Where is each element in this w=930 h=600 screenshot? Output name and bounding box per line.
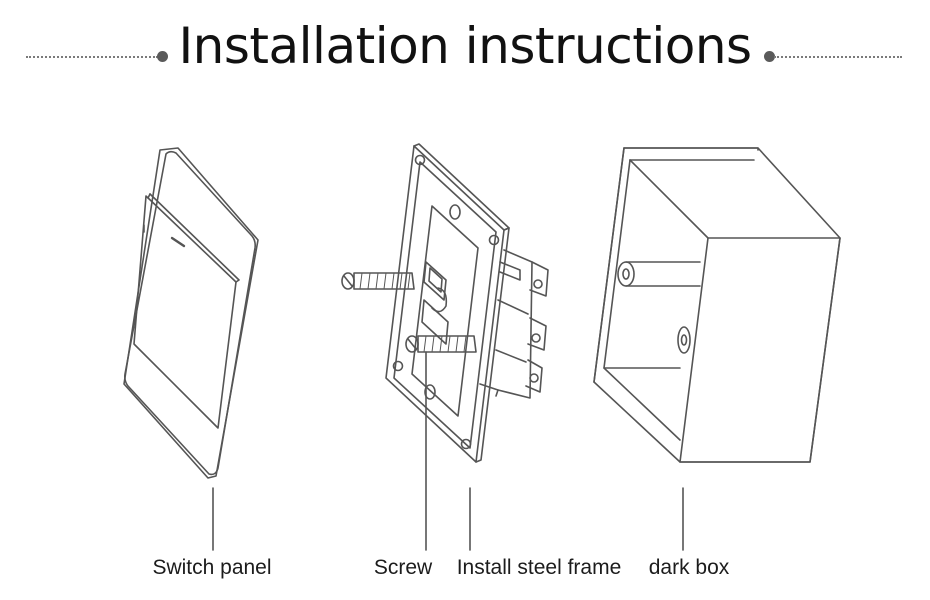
switch-panel-drawing — [123, 147, 259, 551]
label-screw: Screw — [373, 556, 433, 579]
bullet-right — [764, 51, 775, 62]
label-switch-panel: Switch panel — [152, 556, 272, 579]
dotted-rule-left — [26, 56, 158, 58]
bullet-left — [157, 51, 168, 62]
page-title: Installation instructions — [178, 17, 752, 75]
title-row: Installation instructions — [0, 0, 930, 100]
dotted-rule-right — [774, 56, 902, 58]
steel-frame-drawing — [341, 143, 549, 551]
label-dark-box: dark box — [648, 556, 730, 579]
label-steel-frame: Install steel frame — [456, 556, 622, 579]
dark-box-drawing — [593, 147, 841, 551]
